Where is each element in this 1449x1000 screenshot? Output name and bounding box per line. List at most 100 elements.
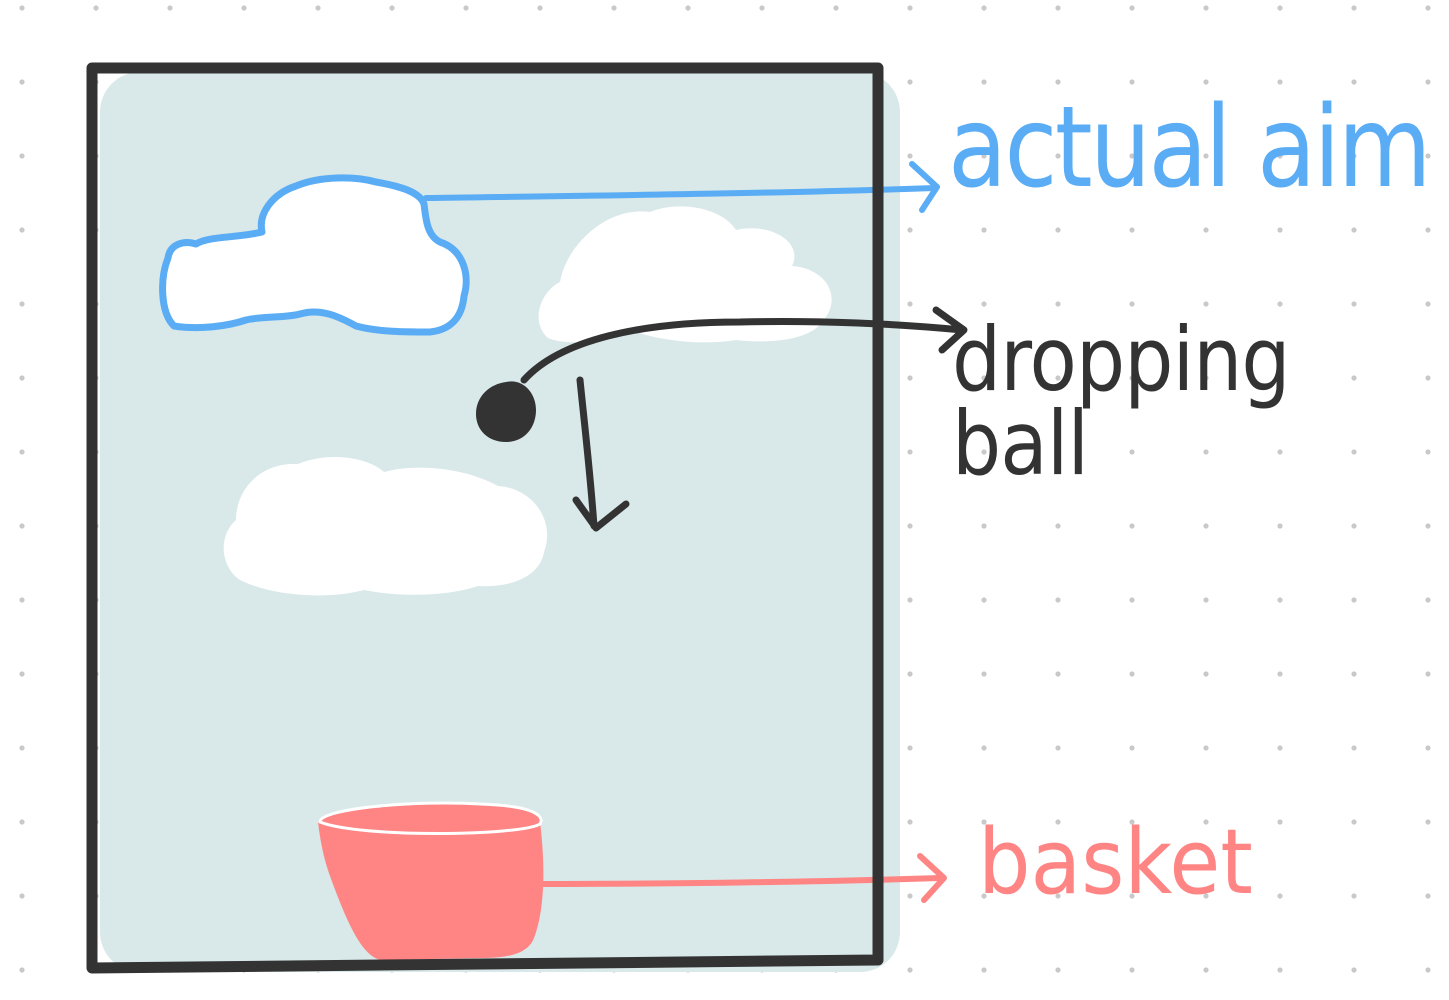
grid-dot	[1055, 745, 1061, 751]
dropping-ball[interactable]	[476, 381, 536, 442]
grid-dot	[981, 301, 987, 307]
grid-dot	[1425, 79, 1431, 85]
grid-dot	[19, 153, 25, 159]
grid-dot	[1129, 893, 1135, 899]
grid-dot	[1129, 153, 1135, 159]
grid-dot	[907, 79, 913, 85]
grid-dot	[907, 301, 913, 307]
grid-dot	[1425, 819, 1431, 825]
grid-dot	[1055, 819, 1061, 825]
grid-dot	[1055, 5, 1061, 11]
grid-dot	[1203, 153, 1209, 159]
grid-dot	[1277, 967, 1283, 973]
grid-dot	[1203, 375, 1209, 381]
grid-dot	[1277, 227, 1283, 233]
grid-dot	[1277, 153, 1283, 159]
grid-dot	[1425, 967, 1431, 973]
grid-dot	[981, 227, 987, 233]
grid-dot	[1277, 449, 1283, 455]
grid-dot	[981, 893, 987, 899]
grid-dot	[981, 5, 987, 11]
grid-dot	[1351, 79, 1357, 85]
grid-dot	[19, 967, 25, 973]
grid-dot	[19, 301, 25, 307]
grid-dot	[19, 449, 25, 455]
grid-dot	[19, 893, 25, 899]
grid-dot	[1277, 893, 1283, 899]
grid-dot	[1203, 597, 1209, 603]
ball-pointer-arrowhead	[932, 306, 968, 354]
grid-dot	[19, 745, 25, 751]
grid-dot	[907, 153, 913, 159]
grid-dot	[1203, 745, 1209, 751]
grid-dot	[1351, 745, 1357, 751]
grid-dot	[833, 5, 839, 11]
grid-dot	[19, 523, 25, 529]
grid-dot	[1425, 5, 1431, 11]
grid-dot	[1277, 671, 1283, 677]
grid-dot	[241, 5, 247, 11]
grid-dot	[1203, 893, 1209, 899]
grid-dot	[1351, 819, 1357, 825]
grid-dot	[1277, 301, 1283, 307]
grid-dot	[463, 5, 469, 11]
grid-dot	[1055, 671, 1061, 677]
grid-dot	[1425, 523, 1431, 529]
grid-dot	[1351, 523, 1357, 529]
grid-dot	[981, 449, 987, 455]
grid-dot	[981, 375, 987, 381]
grid-dot	[1425, 153, 1431, 159]
grid-dot	[1425, 375, 1431, 381]
grid-dot	[907, 967, 913, 973]
grid-dot	[1351, 5, 1357, 11]
grid-dot	[389, 5, 395, 11]
grid-dot	[1055, 597, 1061, 603]
grid-dot	[685, 5, 691, 11]
grid-dot	[19, 5, 25, 11]
grid-dot	[1129, 671, 1135, 677]
grid-dot	[19, 79, 25, 85]
grid-dot	[1351, 893, 1357, 899]
fall-arrow-line	[576, 376, 598, 530]
grid-dot	[19, 227, 25, 233]
grid-dot	[981, 967, 987, 973]
grid-dot	[1055, 967, 1061, 973]
grid-dot	[907, 819, 913, 825]
grid-dot	[981, 819, 987, 825]
grid-dot	[1425, 301, 1431, 307]
grid-dot	[1425, 597, 1431, 603]
grid-dot	[1129, 5, 1135, 11]
grid-dot	[1277, 819, 1283, 825]
grid-dot	[611, 5, 617, 11]
grid-dot	[1425, 745, 1431, 751]
grid-dot	[981, 153, 987, 159]
grid-dot	[1203, 671, 1209, 677]
grid-dot	[907, 227, 913, 233]
grid-dot	[907, 375, 913, 381]
aim-pointer-line	[423, 185, 938, 201]
grid-dot	[981, 745, 987, 751]
grid-dot	[167, 5, 173, 11]
grid-dot	[1129, 523, 1135, 529]
cloud-aimed[interactable]	[159, 174, 470, 336]
basket-body[interactable]	[318, 819, 544, 960]
grid-dot	[1277, 375, 1283, 381]
basket-pointer-arrowhead	[917, 853, 947, 903]
grid-dot	[1203, 449, 1209, 455]
grid-dot	[981, 523, 987, 529]
grid-dot	[907, 745, 913, 751]
grid-dot	[1055, 153, 1061, 159]
grid-dot	[1203, 967, 1209, 973]
grid-dot	[1203, 523, 1209, 529]
grid-dot	[1129, 79, 1135, 85]
grid-dot	[1425, 671, 1431, 677]
grid-dot	[1277, 523, 1283, 529]
grid-dot	[1203, 227, 1209, 233]
grid-dot	[537, 5, 543, 11]
grid-dot	[1129, 301, 1135, 307]
grid-dot	[759, 5, 765, 11]
basket-rim	[318, 801, 543, 835]
grid-dot	[19, 375, 25, 381]
label-actual-aim: actual aim	[948, 83, 1432, 213]
grid-dot	[981, 597, 987, 603]
